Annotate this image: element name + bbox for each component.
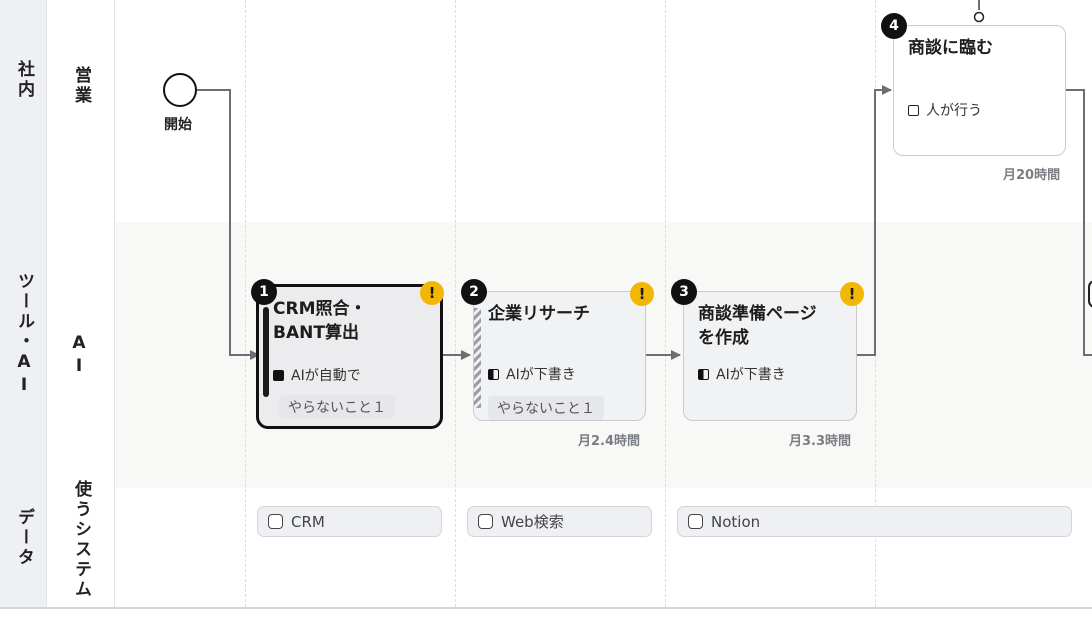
task-title: 商談に臨む <box>908 36 993 60</box>
half-square-icon <box>698 368 709 380</box>
connector-start-to-1 <box>197 89 260 360</box>
start-event-circle[interactable] <box>163 73 197 107</box>
task-number-badge: 4 <box>881 13 907 39</box>
system-label: Web検索 <box>501 513 564 531</box>
group-header-column <box>0 0 47 608</box>
lane-header-column <box>47 0 115 608</box>
auto-square-icon <box>273 369 284 381</box>
connector-4-to-next <box>1066 89 1092 356</box>
system-label: Notion <box>711 512 761 531</box>
task-title-line: を作成 <box>698 328 749 348</box>
task-tag[interactable]: やらないこと１ <box>488 396 604 420</box>
warning-icon[interactable]: ! <box>840 282 864 306</box>
bottom-border <box>0 607 1092 609</box>
task-hours: 月2.4時間 <box>578 434 641 449</box>
lane-label-system: 使うシステム <box>71 480 91 600</box>
system-chip-web-search[interactable]: Web検索 <box>467 506 652 537</box>
task-card-attend-meeting[interactable]: 商談に臨む 人が行う <box>893 25 1066 156</box>
task-mode: AIが下書き <box>698 364 786 384</box>
next-node-partial <box>1088 280 1092 308</box>
task-title-line: 商談準備ページ <box>698 304 817 324</box>
lane-label-ai: AI <box>69 333 89 379</box>
task-title: CRM照合・ BANT算出 <box>273 297 366 345</box>
task-title-line: 企業リサーチ <box>488 304 590 324</box>
draft-mode-hatch <box>474 308 481 408</box>
group-label-tool-ai: ツール・AI <box>14 272 34 398</box>
lane-label-sales: 営業 <box>71 66 91 106</box>
warning-icon[interactable]: ! <box>630 282 654 306</box>
warning-icon[interactable]: ! <box>420 281 444 305</box>
task-title-line: BANT算出 <box>273 323 359 343</box>
bottom-strip <box>0 609 1092 620</box>
task-mode: AIが下書き <box>488 364 576 384</box>
column-divider <box>245 0 246 607</box>
task-mode-label: AIが下書き <box>716 367 786 383</box>
start-event-label: 開始 <box>164 117 192 133</box>
checkbox-icon <box>478 514 493 529</box>
column-divider <box>665 0 666 607</box>
task-card-meeting-prep-page[interactable]: 商談準備ページ を作成 AIが下書き <box>683 291 857 421</box>
empty-square-icon <box>908 104 919 116</box>
task-title: 商談準備ページ を作成 <box>698 302 817 350</box>
incoming-port <box>973 11 985 23</box>
task-number-badge: 3 <box>671 279 697 305</box>
group-label-data: データ <box>14 508 34 568</box>
group-label-internal: 社内 <box>14 60 34 100</box>
task-card-company-research[interactable]: 企業リサーチ AIが下書き やらないこと１ <box>473 291 646 421</box>
task-number-badge: 1 <box>251 279 277 305</box>
checkbox-icon <box>268 514 283 529</box>
task-title: 企業リサーチ <box>488 302 590 326</box>
system-chip-crm[interactable]: CRM <box>257 506 442 537</box>
system-chip-notion[interactable]: Notion <box>677 506 1072 537</box>
checkbox-icon <box>688 514 703 529</box>
task-number-badge: 2 <box>461 279 487 305</box>
task-mode: AIが自動で <box>273 365 361 385</box>
auto-mode-bar <box>263 307 269 397</box>
column-divider <box>455 0 456 607</box>
task-mode-label: 人が行う <box>926 103 982 119</box>
task-hours: 月3.3時間 <box>789 434 852 449</box>
task-tag[interactable]: やらないこと１ <box>279 395 395 419</box>
system-label: CRM <box>291 512 325 531</box>
task-card-crm-bant[interactable]: CRM照合・ BANT算出 AIが自動で やらないこと１ <box>256 284 443 429</box>
task-mode-label: AIが下書き <box>506 367 576 383</box>
connector-3-to-4 <box>857 85 892 356</box>
task-mode: 人が行う <box>908 100 982 120</box>
task-hours: 月20時間 <box>1003 168 1061 183</box>
half-square-icon <box>488 368 499 380</box>
task-mode-label: AIが自動で <box>291 368 361 384</box>
task-title-line: 商談に臨む <box>908 38 993 58</box>
task-title-line: CRM照合・ <box>273 299 367 319</box>
